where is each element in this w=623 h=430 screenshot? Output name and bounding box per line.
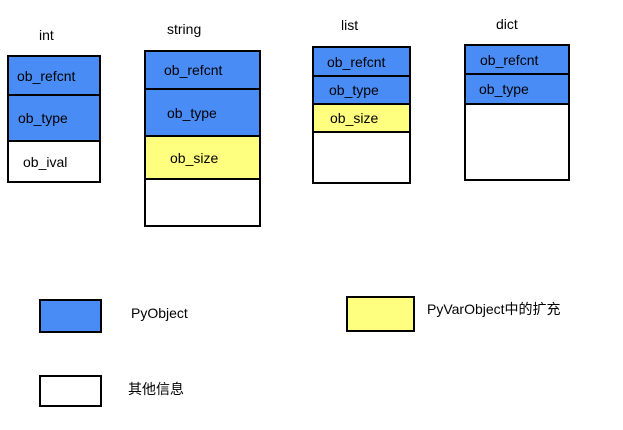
int-ob-type-label: ob_type — [18, 110, 68, 126]
legend-pyvarobject-label: PyVarObject中的扩充 — [427, 301, 561, 317]
dict-other-field — [466, 105, 568, 179]
legend-pyobject-label: PyObject — [131, 305, 188, 321]
legend-other-swatch — [39, 375, 102, 407]
string-ob-refcnt-field: ob_refcnt — [146, 52, 259, 90]
string-other-field — [146, 180, 259, 225]
list-ob-type-field: ob_type — [314, 77, 409, 105]
int-struct: ob_refcnt ob_type ob_ival — [7, 55, 101, 183]
string-struct: ob_refcnt ob_type ob_size — [144, 50, 261, 227]
int-title: int — [39, 27, 54, 43]
list-ob-size-label: ob_size — [330, 110, 379, 126]
dict-ob-refcnt-label: ob_refcnt — [480, 51, 539, 68]
string-title: string — [167, 21, 202, 37]
list-title: list — [341, 17, 359, 33]
int-ob-ival-field: ob_ival — [9, 142, 99, 181]
legend-pyvarobject-swatch — [346, 296, 415, 332]
int-ob-refcnt-field: ob_refcnt — [9, 57, 99, 96]
dict-ob-type-field: ob_type — [466, 75, 568, 105]
string-ob-type-label: ob_type — [167, 104, 217, 121]
dict-title: dict — [496, 16, 518, 32]
legend-pyobject-swatch — [39, 299, 102, 333]
list-ob-type-label: ob_type — [329, 82, 379, 98]
dict-struct: ob_refcnt ob_type — [464, 44, 570, 181]
dict-ob-refcnt-field: ob_refcnt — [466, 46, 568, 75]
list-other-field — [314, 133, 409, 182]
string-ob-size-label: ob_size — [170, 149, 219, 166]
int-ob-refcnt-label: ob_refcnt — [17, 67, 76, 84]
legend-other-label: 其他信息 — [128, 381, 184, 397]
string-ob-type-field: ob_type — [146, 90, 259, 137]
string-ob-refcnt-label: ob_refcnt — [164, 62, 223, 78]
string-ob-size-field: ob_size — [146, 137, 259, 180]
list-ob-refcnt-label: ob_refcnt — [327, 53, 386, 70]
dict-ob-type-label: ob_type — [479, 81, 529, 97]
list-ob-refcnt-field: ob_refcnt — [314, 48, 409, 77]
int-ob-type-field: ob_type — [9, 96, 99, 142]
list-struct: ob_refcnt ob_type ob_size — [312, 46, 411, 184]
int-ob-ival-label: ob_ival — [23, 153, 68, 170]
list-ob-size-field: ob_size — [314, 105, 409, 133]
